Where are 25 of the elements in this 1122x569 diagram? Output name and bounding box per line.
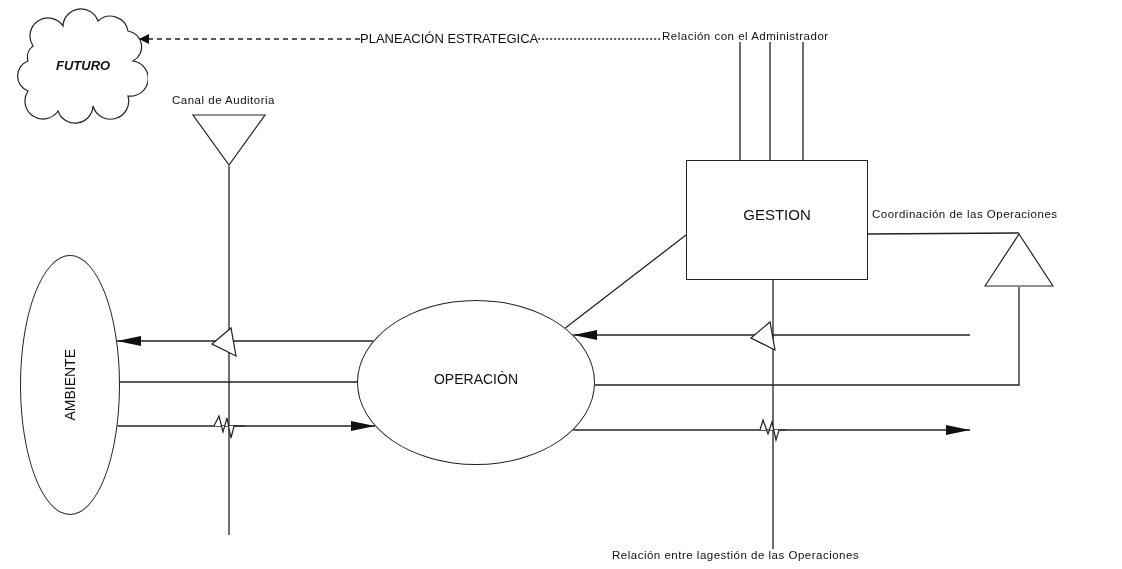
connector-line (537, 38, 663, 40)
heading-text: Relación con el Administrador (662, 30, 829, 42)
heading-text: Relación entre lagestión de las Operaciones (612, 549, 860, 561)
arrow (116, 336, 374, 346)
arrow (138, 34, 361, 44)
connector-line (802, 41, 804, 161)
connector-line (594, 286, 1020, 386)
heading-text: PLANEACIÓN ESTRATEGICA (360, 31, 539, 46)
connector-line (769, 41, 771, 161)
connector-line (119, 381, 358, 383)
process-box (686, 160, 868, 280)
heading-text: Coordinación de las Operaciones (872, 208, 1058, 220)
connector-line (228, 165, 230, 536)
connector-line (564, 234, 687, 329)
connector-line (772, 279, 774, 550)
connector-line (867, 232, 1020, 235)
arrow (572, 425, 971, 435)
arrow (116, 421, 376, 431)
connector-line (739, 41, 741, 161)
ellipse-label: OPERACIÒN (434, 370, 518, 387)
cloud-label: FUTURO (56, 58, 111, 73)
ellipse-label: AMBIENTE (62, 349, 78, 421)
arrow (572, 330, 971, 340)
heading-text: Canal de Auditoria (172, 94, 275, 106)
box-label: GESTION (743, 205, 811, 223)
